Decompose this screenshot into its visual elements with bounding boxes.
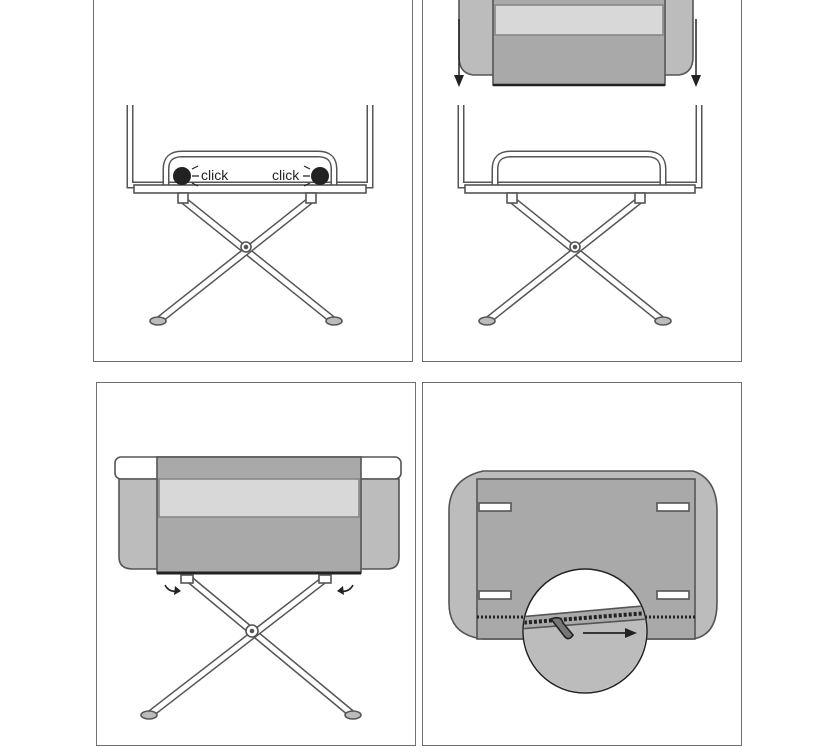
step-2-panel xyxy=(422,0,742,362)
step-4-illustration xyxy=(448,470,718,694)
step-2-illustration xyxy=(454,0,703,326)
click-label-right: click xyxy=(272,167,300,183)
step-3-illustration xyxy=(114,456,402,720)
click-label-left: click xyxy=(201,167,229,183)
step-1-panel: click click xyxy=(93,0,413,362)
step-1-illustration xyxy=(126,105,374,326)
step-3-panel xyxy=(96,382,416,746)
step-4-panel xyxy=(422,382,742,746)
